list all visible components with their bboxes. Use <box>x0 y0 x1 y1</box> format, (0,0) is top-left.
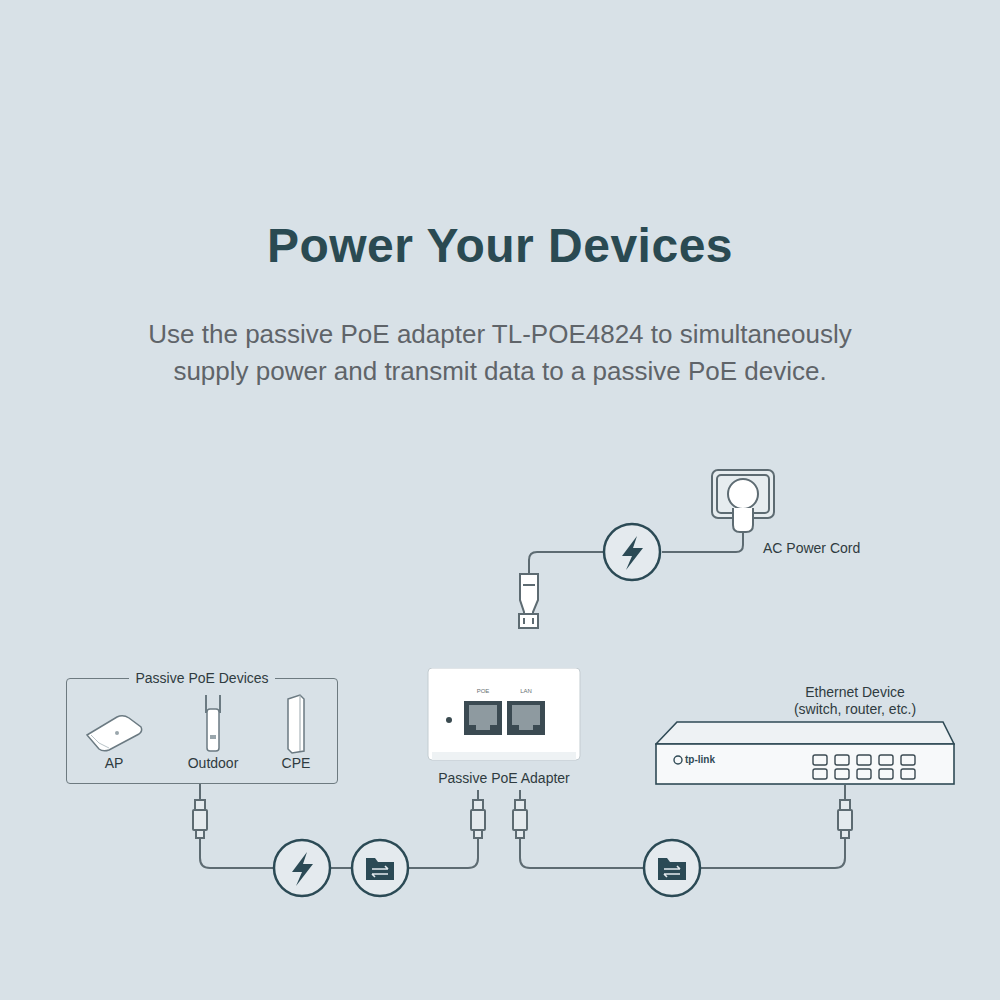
adapter-body <box>418 668 590 764</box>
data-icon <box>644 840 700 896</box>
icon-circle <box>644 840 700 896</box>
device-item: Outdoor <box>173 691 253 777</box>
iec-pin <box>523 618 525 624</box>
plug-body <box>733 508 753 532</box>
brand-logo: tp-link <box>685 754 715 765</box>
adapter-label: Passive PoE Adapter <box>398 770 610 786</box>
poe-adapter: POELANPassive PoE Adapter <box>418 668 590 790</box>
iec-pin <box>532 618 534 624</box>
device-label: Outdoor <box>163 755 263 771</box>
wall-outlet-inner <box>717 475 769 513</box>
plug-face <box>728 479 758 509</box>
data-icon <box>352 840 408 896</box>
group-heading: Passive PoE Devices <box>129 670 274 686</box>
rj45-plugs <box>193 800 852 838</box>
iec-connector-line <box>523 584 535 586</box>
ethernet-cable <box>200 784 478 868</box>
ethernet-switch: Ethernet Device (switch, router, etc.) tp… <box>655 684 955 785</box>
icon-circle <box>352 840 408 896</box>
device-icon <box>77 691 151 755</box>
lightning-symbol <box>622 536 643 570</box>
device-item: AP <box>77 691 151 777</box>
device-heading: Ethernet Device (switch, router, etc.) <box>780 684 930 718</box>
rj45-plug <box>193 800 207 838</box>
title: Power Your Devices <box>0 218 1000 273</box>
lightning-symbol <box>292 852 313 886</box>
rj45-plug <box>513 800 527 838</box>
heading-wrap: Passive PoE Devices <box>67 669 337 687</box>
device-item: CPE <box>266 691 326 777</box>
folder-symbol <box>658 858 686 880</box>
device-icon <box>173 691 253 755</box>
transfer-arrows <box>664 866 680 877</box>
power-icon <box>604 524 660 580</box>
caption: Use the passive PoE adapter TL-POE4824 t… <box>120 316 880 390</box>
port-label: POE <box>464 688 502 694</box>
device-label: CPE <box>256 755 336 771</box>
icon-circle <box>274 840 330 896</box>
cord-label: AC Power Cord <box>763 540 860 556</box>
device-icon <box>266 691 326 755</box>
folder-symbol <box>366 858 394 880</box>
switch-body <box>655 684 955 785</box>
cord-right <box>662 532 743 552</box>
device-group: Passive PoE DevicesAPOutdoorCPE <box>66 678 338 784</box>
iec-connector-tip <box>519 614 538 628</box>
power-icon <box>274 840 330 896</box>
cord-left <box>529 552 603 574</box>
port-label: LAN <box>507 688 545 694</box>
device-label: AP <box>67 755 161 771</box>
rj45-plug <box>471 800 485 838</box>
rj45-plug <box>838 800 852 838</box>
icon-circle <box>604 524 660 580</box>
transfer-arrows <box>372 866 388 877</box>
ac-power-cord <box>519 470 774 628</box>
iec-connector <box>520 574 538 628</box>
